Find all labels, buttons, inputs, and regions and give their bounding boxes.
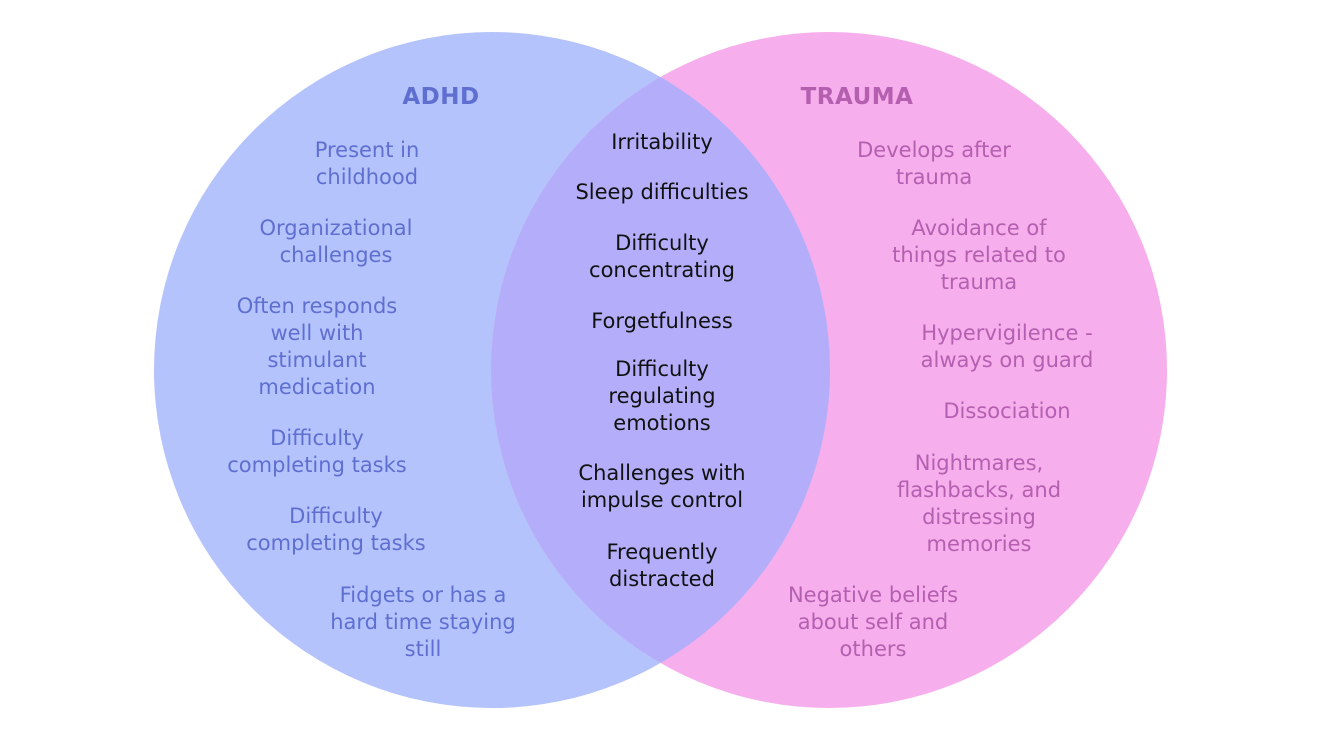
trauma-item: Negative beliefs about self and others bbox=[787, 583, 959, 661]
adhd-item: Difficulty completing tasks bbox=[246, 504, 426, 555]
adhd-item: Present in childhood bbox=[314, 138, 420, 189]
shared-item: Forgetfulness bbox=[591, 309, 733, 333]
shared-item: Irritability bbox=[611, 130, 713, 154]
trauma-item: Nightmares, flashbacks, and distressing … bbox=[896, 451, 1062, 556]
trauma-title: TRAUMA bbox=[800, 84, 914, 110]
trauma-item: Develops after trauma bbox=[857, 138, 1011, 189]
overlap-region bbox=[491, 32, 830, 708]
adhd-title: ADHD bbox=[402, 84, 480, 110]
shared-item: Challenges with impulse control bbox=[578, 461, 746, 512]
trauma-item: Hypervigilence - always on guard bbox=[920, 321, 1094, 372]
adhd-item: Often responds well with stimulant medic… bbox=[236, 294, 398, 399]
shared-item: Sleep difficulties bbox=[575, 180, 749, 204]
adhd-item: Organizational challenges bbox=[259, 216, 413, 267]
shared-item: Frequently distracted bbox=[606, 540, 718, 591]
shared-item: Difficulty regulating emotions bbox=[608, 357, 716, 435]
shared-item: Difficulty concentrating bbox=[589, 231, 735, 282]
trauma-item: Avoidance of things related to trauma bbox=[892, 216, 1066, 294]
adhd-item: Fidgets or has a hard time staying still bbox=[330, 583, 516, 661]
trauma-item: Dissociation bbox=[943, 399, 1071, 423]
adhd-item: Difficulty completing tasks bbox=[227, 426, 407, 477]
